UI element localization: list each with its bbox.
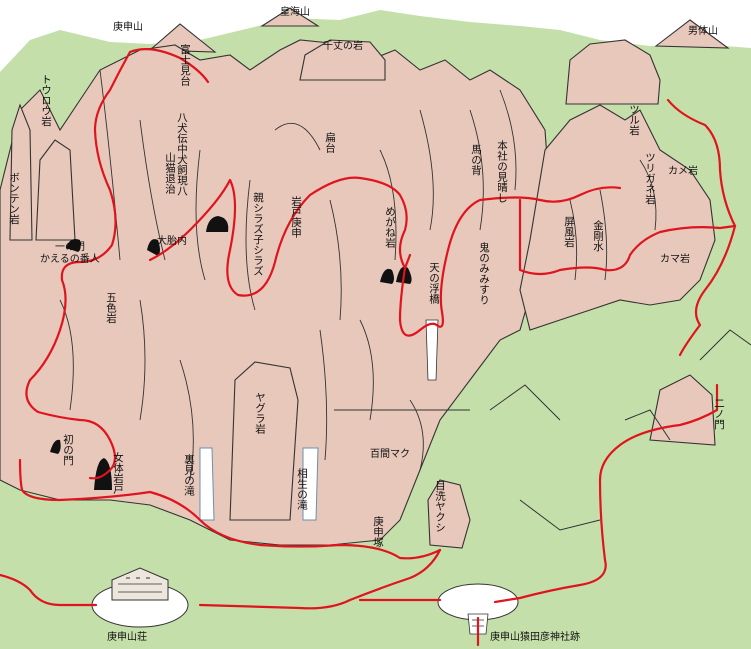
label-kaeru: かえるの番人 <box>40 253 100 265</box>
hill-outline <box>519 499 601 531</box>
label-yagura: ヤグラ岩 <box>254 392 267 434</box>
label-touroku: トウロウ岩 <box>40 74 53 127</box>
nyotai-cave <box>94 458 112 490</box>
label-bonten: ボンテン岩 <box>8 172 21 225</box>
label-kame: カメ岩 <box>668 164 698 177</box>
label-kama: カマ岩 <box>660 252 690 265</box>
label-megane: めがね岩 <box>384 206 397 248</box>
label-ichinomon: 一の門 <box>55 241 85 253</box>
touroku-rock <box>9 103 33 241</box>
label-ten-ukihashi: 天の浮橋 <box>428 262 441 304</box>
label-sanso: 庚申山荘 <box>107 630 147 643</box>
hiking-trail <box>0 47 737 647</box>
yagura-rock <box>229 361 299 521</box>
label-ninomon: 二ノ門 <box>713 398 726 430</box>
label-hyakken: 百間マク <box>370 448 410 460</box>
label-fujimidai: 富士見台 <box>179 44 192 86</box>
label-senjo: 千丈の岩 <box>323 39 363 52</box>
label-nantaisan: 男体山 <box>688 25 718 37</box>
place-labels: 庚申山 皇海山 男体山 千丈の岩 かえるの番人 一の門 大胎内 百間マク カメ岩… <box>40 5 718 643</box>
label-tsuru: ツル岩 <box>628 104 641 136</box>
hatsunomon-cave <box>50 439 61 454</box>
label-koukaizan: 皇海山 <box>280 5 310 18</box>
label-jinja: 庚申山猿田彦神社跡 <box>490 630 580 643</box>
koushin-sanso-hut <box>91 567 189 628</box>
label-honsha: 本社の見晴し <box>496 140 509 203</box>
kaeru-cave <box>66 239 81 252</box>
summit-rock-right <box>565 39 661 105</box>
label-mearai: 目洗ヤクシ <box>434 480 447 533</box>
iwado-cave <box>206 216 229 232</box>
label-koushinzuka: 庚申塚 <box>372 516 385 548</box>
label-goshiki: 五色岩 <box>105 292 118 324</box>
label-aioi: 相生の滝 <box>296 468 309 510</box>
rock-details <box>59 69 657 481</box>
hill-outline <box>624 409 671 441</box>
label-byoubu: 屏風岩 <box>563 216 576 248</box>
label-hakken: 八犬伝中犬飼現八 <box>176 112 189 196</box>
ten-ukihashi-gap <box>425 319 439 381</box>
senjo-rock <box>299 39 386 81</box>
label-urami: 裏見の滝 <box>183 454 196 496</box>
label-uma-no-se: 馬の背 <box>470 144 483 176</box>
mearai-rock <box>427 479 471 549</box>
label-tsurigane: ツリガネ岩 <box>644 152 657 205</box>
rock-cluster-right <box>519 104 716 331</box>
label-oya-shirazu: 親シラズ子シラズ <box>252 192 265 276</box>
label-yamaneko: 山猫退治 <box>164 152 177 194</box>
hill-outline <box>699 329 751 361</box>
bonten-rock <box>35 139 76 241</box>
label-nyotai: 女体岩戸 <box>112 452 125 494</box>
label-hatsunomon: 初の門 <box>62 434 75 466</box>
label-hyoudai: 扁台 <box>324 132 337 153</box>
megane-cave-left <box>380 268 394 284</box>
hill-outline <box>489 384 561 421</box>
label-iwado: 岩戸庚申 <box>290 196 303 238</box>
koukaizan-mountain <box>260 7 320 27</box>
label-koushinzan: 庚申山 <box>113 20 143 33</box>
tainai-cave <box>147 239 160 256</box>
label-tainai: 大胎内 <box>157 234 187 247</box>
urami-waterfall <box>199 447 215 521</box>
label-oni: 鬼のみみすり <box>478 242 491 305</box>
nantaisan-mountain <box>654 19 730 49</box>
aioi-waterfall <box>302 447 319 521</box>
label-kongousui: 金剛水 <box>592 220 605 252</box>
